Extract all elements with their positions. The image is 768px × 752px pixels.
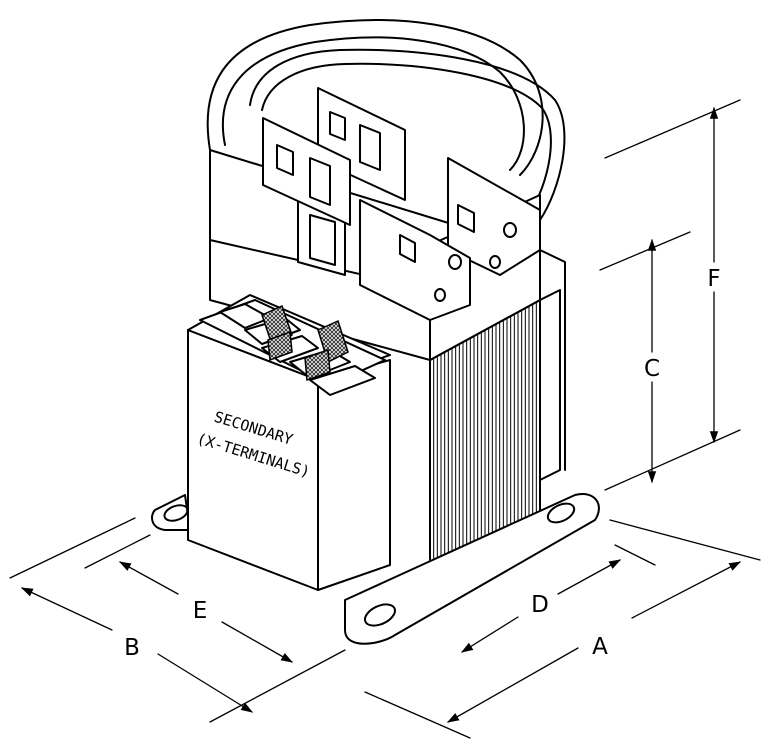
secondary-coil-box: SECONDARY (X-TERMINALS)	[187, 294, 391, 591]
lead-wires	[206, 19, 566, 221]
dimension-lines	[9, 99, 761, 739]
dimension-label-e: E	[193, 598, 208, 624]
dimension-label-a: A	[592, 634, 608, 660]
dimension-labels: F C A D B E	[124, 266, 721, 661]
dimension-label-f: F	[707, 266, 720, 292]
dimension-label-c: C	[644, 356, 660, 382]
dimension-label-d: D	[531, 592, 549, 618]
dimension-label-b: B	[124, 635, 140, 661]
primary-terminal-housing	[209, 87, 541, 361]
